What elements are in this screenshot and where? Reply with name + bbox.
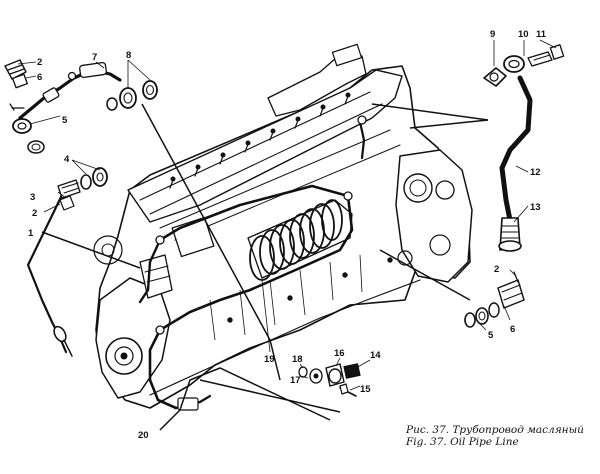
callout-6-left: 6: [37, 72, 42, 83]
callout-20: 20: [138, 430, 149, 441]
callout-5-right: 5: [488, 330, 494, 341]
bottom-small-parts: [298, 363, 361, 397]
callout-2-right: 2: [494, 264, 499, 275]
callout-labels: 1 2 2 2 3 4 5 5 6 6 7 8 9 10 11 12 13 14…: [28, 29, 547, 441]
upper-left-parts: [4, 59, 158, 154]
callout-18: 18: [292, 354, 303, 365]
callout-7: 7: [92, 52, 97, 63]
caption-russian: Рис. 37. Трубопровод масляный: [406, 424, 584, 436]
callout-3: 3: [30, 192, 35, 203]
callout-15: 15: [360, 384, 371, 395]
callout-8: 8: [126, 50, 131, 61]
callout-14: 14: [370, 350, 381, 361]
callout-16: 16: [334, 348, 345, 359]
left-pipe-1: [26, 167, 108, 357]
callout-4: 4: [64, 154, 70, 165]
right-pipe-12: [483, 44, 565, 252]
callout-12: 12: [530, 167, 541, 178]
figure-caption: Рис. 37. Трубопровод масляный Fig. 37. O…: [406, 424, 584, 448]
callout-6-right: 6: [510, 324, 515, 335]
callout-10: 10: [518, 29, 529, 40]
callout-19: 19: [264, 354, 275, 365]
leader-lines: [17, 39, 557, 431]
cover-studs: [169, 92, 351, 189]
callout-5-left: 5: [62, 115, 68, 126]
callout-2-top-left: 2: [37, 57, 42, 68]
callout-9: 9: [490, 29, 495, 40]
callout-1: 1: [28, 228, 34, 239]
callout-11: 11: [536, 29, 547, 40]
oil-pipe-on-engine: [138, 115, 367, 411]
callout-13: 13: [530, 202, 541, 213]
callout-2-left: 2: [32, 208, 37, 219]
callout-17: 17: [290, 375, 301, 386]
right-lower-fitting: [464, 271, 525, 328]
caption-english: Fig. 37. Oil Pipe Line: [406, 436, 519, 448]
